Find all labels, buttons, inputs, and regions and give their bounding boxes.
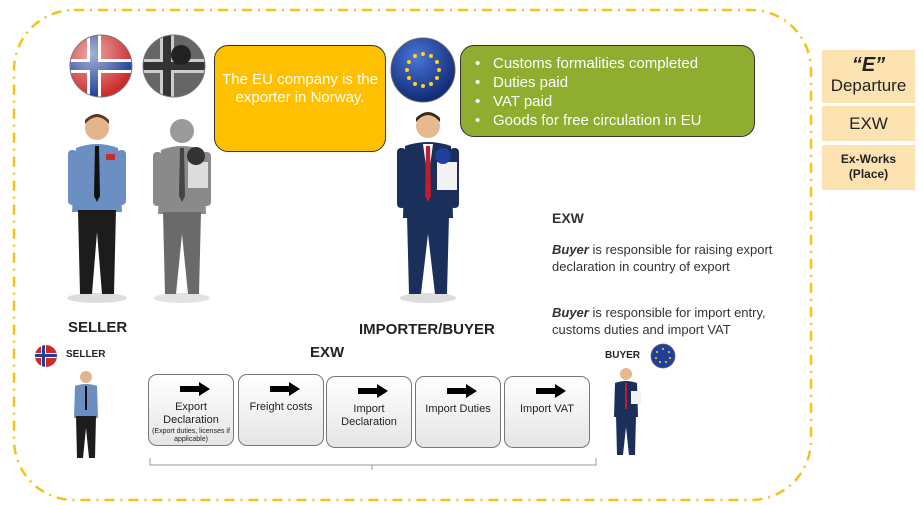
importer-buyer-label: IMPORTER/BUYER (359, 321, 495, 338)
incoterm-category-label: Departure (830, 76, 907, 95)
grey-person-icon (153, 119, 211, 303)
step-freight-costs: Freight costs (238, 374, 324, 446)
buyer-emphasis: Buyer (552, 305, 589, 320)
grey-flag-icon (142, 34, 206, 98)
info-import-text: Buyer is responsible for import entry, c… (552, 304, 782, 338)
norway-flag-icon (69, 34, 133, 98)
buyer-small-label: BUYER (605, 350, 641, 361)
incoterm-name: Ex-Works (Place) (822, 145, 915, 190)
step-label: Import Declaration (341, 403, 397, 428)
seller-small-label: SELLER (66, 349, 106, 360)
info-export-text: Buyer is responsible for raising export … (552, 241, 782, 275)
eu-flag-icon (390, 37, 456, 103)
info-import-rest: is responsible for import entry, customs… (552, 305, 766, 337)
callout-item: VAT paid (475, 92, 754, 111)
buyer-emphasis: Buyer (552, 242, 589, 257)
step-import-declaration: Import Declaration (326, 376, 412, 448)
step-export-declaration: Export Declaration (Export duties, licen… (148, 374, 234, 446)
incoterm-code: EXW (822, 106, 915, 141)
callout-item: Goods for free circulation in EU (475, 111, 754, 130)
arrow-right-icon (536, 384, 566, 398)
step-label: Import VAT (520, 403, 574, 415)
norway-flag-small-icon (35, 345, 57, 367)
callout-item: Customs formalities completed (475, 54, 754, 73)
seller-person-icon (67, 114, 127, 303)
step-import-vat: Import VAT (504, 376, 590, 448)
incoterm-letter: “E” (851, 54, 886, 76)
step-note: (Export duties, licenses if applicable) (152, 428, 230, 443)
arrow-right-icon (270, 382, 300, 396)
step-import-duties: Import Duties (415, 376, 501, 448)
arrow-right-icon (358, 384, 388, 398)
callout-item: Duties paid (475, 73, 754, 92)
arrow-right-icon (447, 384, 477, 398)
info-export-rest: is responsible for raising export declar… (552, 242, 773, 274)
arrow-right-icon (180, 382, 210, 396)
buyer-small-person-icon (614, 368, 641, 455)
seller-small-person-icon (74, 371, 98, 458)
customs-callout: Customs formalities completed Duties pai… (460, 45, 755, 137)
step-label: Import Duties (425, 403, 491, 415)
info-title: EXW (552, 210, 584, 226)
incoterm-category: “E” Departure (822, 50, 915, 103)
step-label: Export Declaration (163, 401, 219, 426)
flow-title: EXW (310, 344, 345, 361)
eu-flag-small-icon (650, 343, 676, 369)
seller-label: SELLER (68, 319, 128, 336)
importer-person-icon (397, 112, 459, 303)
step-label: Freight costs (249, 401, 313, 413)
exporter-callout: The EU company is the exporter in Norway… (214, 45, 386, 152)
